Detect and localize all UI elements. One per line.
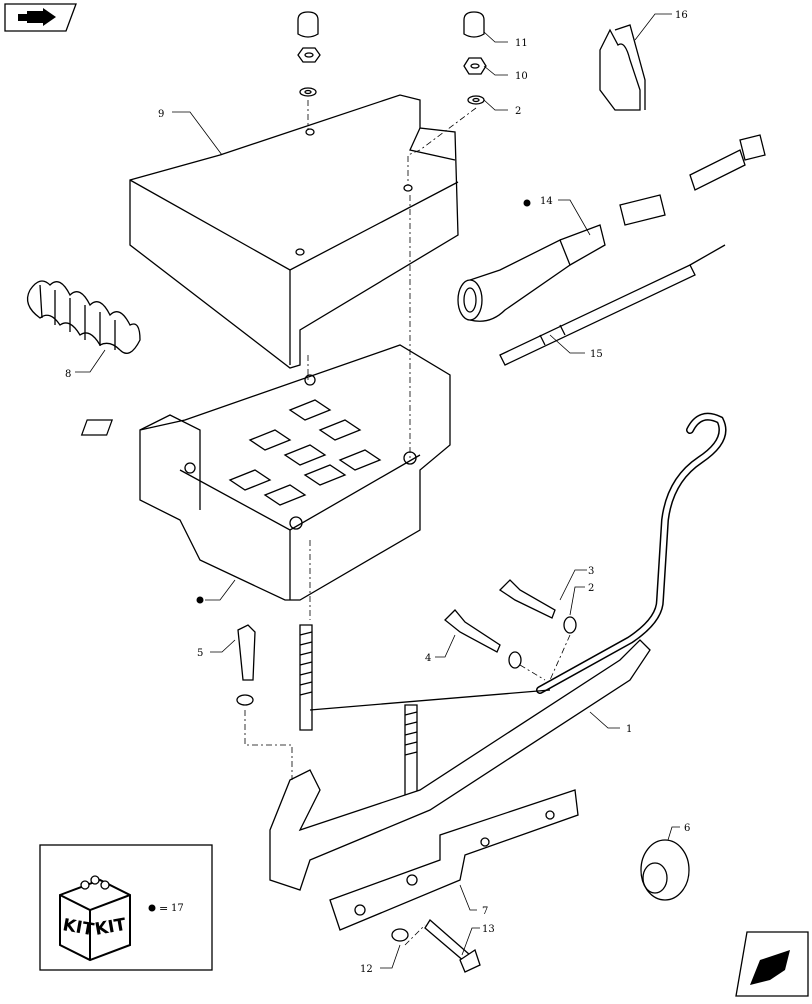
bolt-part-4	[444, 609, 501, 653]
callout-16: 15	[590, 349, 603, 360]
washer-part-2	[508, 616, 577, 669]
kit-legend: KIT KIT = 17	[39, 844, 213, 971]
callout-5: 5	[197, 648, 203, 659]
callout-14: 14	[540, 196, 553, 207]
callout-12: 12	[360, 964, 373, 975]
callout-3: 3	[588, 566, 594, 577]
valve-body	[80, 344, 451, 601]
callout-15: 16	[675, 10, 688, 21]
callout-6: 8	[65, 369, 71, 380]
bolt-part-5	[236, 624, 256, 706]
bracket-part-11	[329, 789, 579, 931]
callout-11: 7	[482, 906, 488, 917]
kit-legend-equals: =	[159, 902, 168, 915]
clip-part-15	[599, 24, 646, 111]
kit-legend-part-number: 17	[171, 903, 184, 914]
arrow-right-icon[interactable]	[735, 931, 809, 997]
lever-part-1	[269, 412, 727, 891]
callout-2-top: 2	[515, 106, 521, 117]
callout-10: 6	[684, 823, 690, 834]
kit-marker-valve	[196, 596, 204, 604]
leader-lines	[75, 13, 680, 969]
arrow-left-icon[interactable]	[4, 3, 77, 32]
callout-8: 10	[515, 71, 528, 82]
callout-1: 1	[626, 724, 632, 735]
stud-bolts	[299, 624, 418, 811]
callout-13: 13	[482, 924, 495, 935]
rod-part-16	[499, 244, 726, 366]
grommet-part-10	[640, 839, 690, 901]
spring-part-6	[26, 280, 141, 354]
callout-2-mid: 2	[588, 583, 594, 594]
cover-part-7	[129, 94, 459, 369]
kit-box-icon	[59, 875, 131, 962]
kit-marker-cable	[523, 199, 531, 207]
kit-legend-bullet	[148, 904, 156, 912]
callout-7: 9	[158, 109, 164, 120]
cap-nut-washer-stack-left	[297, 11, 321, 97]
bolt-part-3	[498, 579, 556, 619]
callout-4: 4	[425, 653, 431, 664]
assembly-lines	[244, 100, 571, 946]
callout-9: 11	[515, 38, 528, 49]
cap-nut-washer-stack-right	[463, 11, 487, 105]
bolt-part-13	[391, 919, 481, 973]
cable-part-14	[457, 134, 766, 322]
